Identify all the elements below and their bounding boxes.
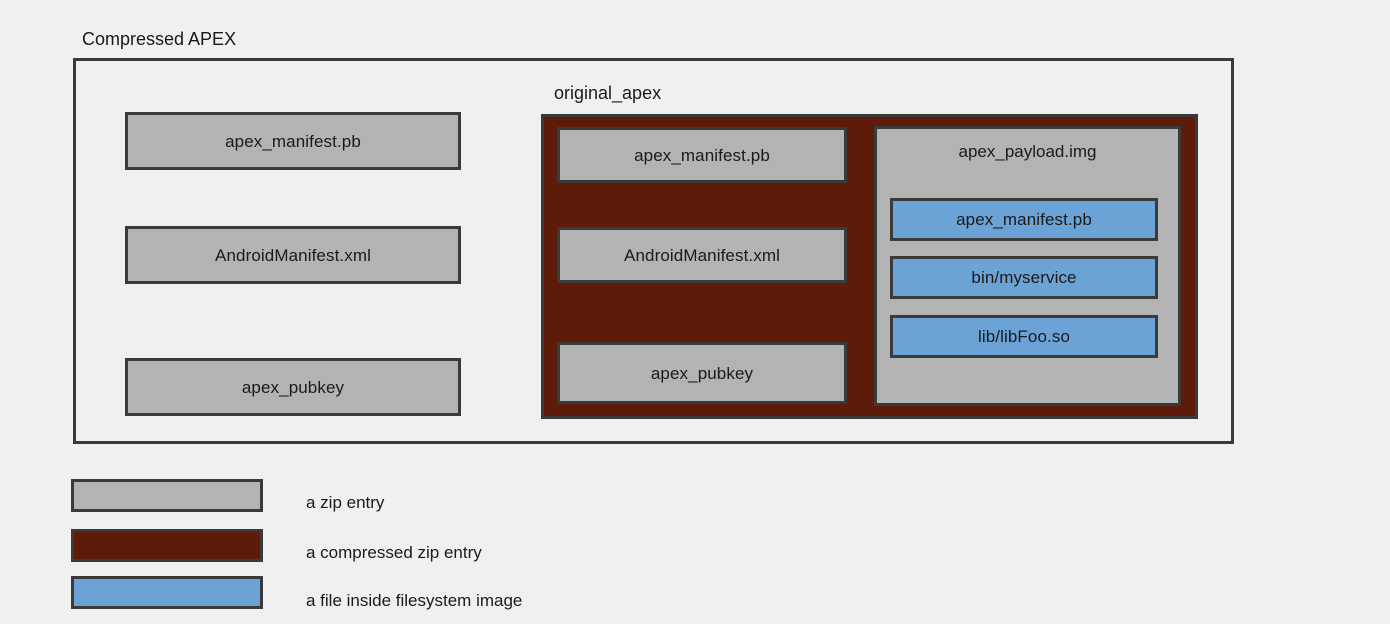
inner-zip-entry-label: apex_manifest.pb: [634, 145, 770, 165]
original-apex-title: original_apex: [554, 83, 662, 103]
legend-label-filesystem-file: a file inside filesystem image: [306, 591, 523, 610]
inner-zip-entry-apex-pubkey: apex_pubkey: [557, 342, 847, 404]
legend-swatch-zip-entry: [71, 479, 263, 512]
zip-entry-androidmanifest-xml: AndroidManifest.xml: [125, 226, 461, 284]
filesystem-file-label: apex_manifest.pb: [956, 210, 1092, 229]
zip-entry-label: AndroidManifest.xml: [215, 245, 371, 265]
filesystem-file-label: lib/libFoo.so: [977, 327, 1070, 346]
inner-zip-entry-apex-manifest-pb: apex_manifest.pb: [557, 127, 847, 183]
inner-zip-entry-androidmanifest-xml: AndroidManifest.xml: [557, 227, 847, 283]
zip-entry-label: apex_manifest.pb: [225, 131, 361, 151]
filesystem-file-lib-libfoo-so: lib/libFoo.so: [890, 315, 1158, 358]
zip-entry-label: apex_pubkey: [241, 377, 345, 397]
outer-container-title: Compressed APEX: [82, 29, 237, 49]
zip-entry-apex-manifest-pb: apex_manifest.pb: [125, 112, 461, 170]
inner-zip-entry-label: AndroidManifest.xml: [624, 245, 780, 265]
inner-zip-entry-label: apex_pubkey: [650, 363, 754, 383]
filesystem-file-label: bin/myservice: [971, 268, 1077, 287]
legend-label-zip-entry: a zip entry: [306, 493, 385, 512]
payload-title: apex_payload.img: [958, 142, 1097, 161]
filesystem-file-apex-manifest-pb: apex_manifest.pb: [890, 198, 1158, 241]
filesystem-file-bin-myservice: bin/myservice: [890, 256, 1158, 299]
legend-label-compressed-zip-entry: a compressed zip entry: [306, 543, 482, 562]
zip-entry-apex-pubkey: apex_pubkey: [125, 358, 461, 416]
legend-swatch-filesystem-file: [71, 576, 263, 609]
legend-swatch-compressed-zip-entry: [71, 529, 263, 562]
